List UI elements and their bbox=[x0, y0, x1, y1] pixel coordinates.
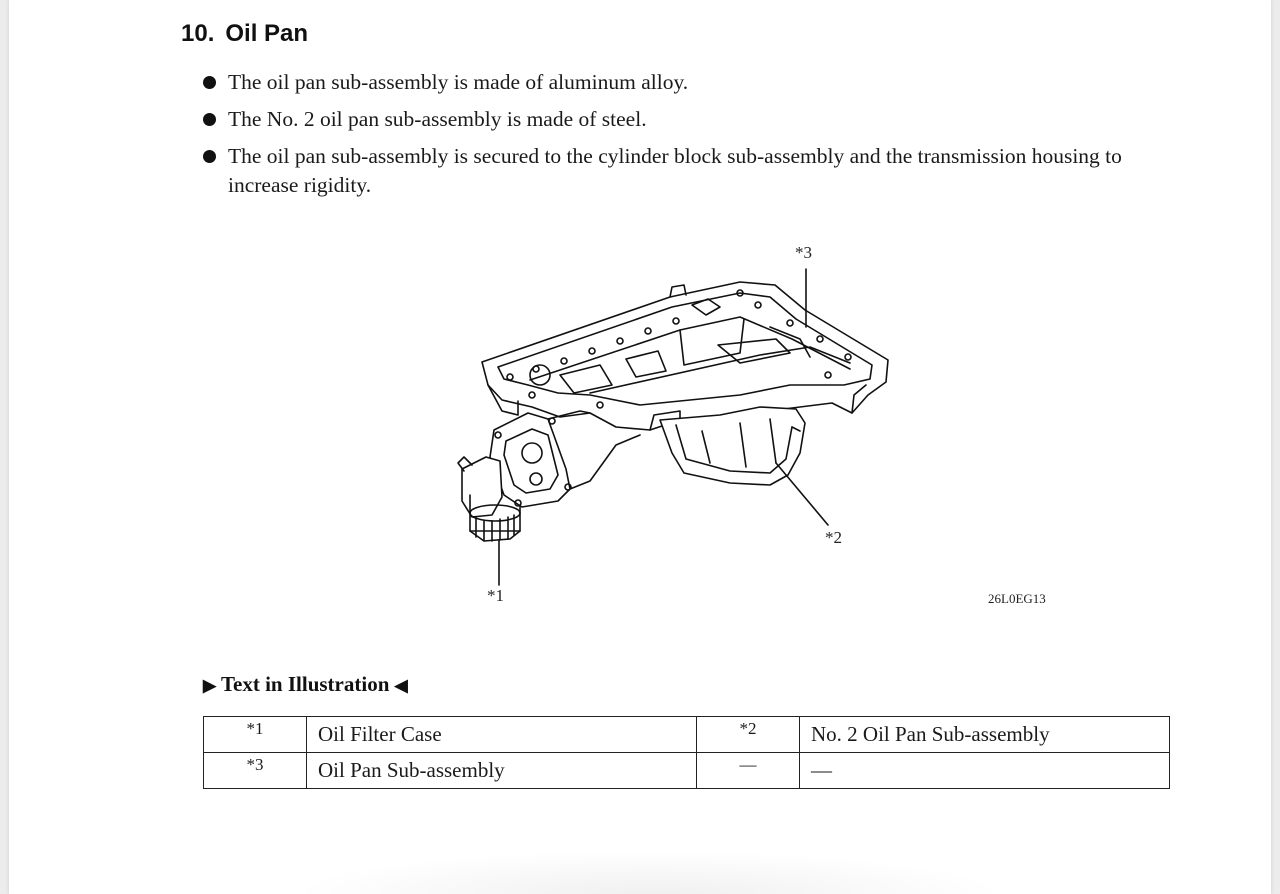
bullet-item: The oil pan sub-assembly is made of alum… bbox=[201, 68, 1181, 97]
bullet-dot-icon bbox=[203, 150, 216, 163]
oil-pan-illustration: *1 *2 *3 26L0EG13 bbox=[440, 235, 1060, 615]
figure-code: 26L0EG13 bbox=[988, 591, 1046, 606]
table-row: *3 Oil Pan Sub-assembly — — bbox=[203, 752, 1170, 789]
section-title: Oil Pan bbox=[225, 20, 309, 47]
illustration-legend-table: *1 Oil Filter Case *2 No. 2 Oil Pan Sub-… bbox=[203, 716, 1170, 789]
left-triangle-icon: ◀ bbox=[394, 676, 408, 695]
bullet-item: The oil pan sub-assembly is secured to t… bbox=[201, 142, 1181, 200]
bullet-text: The oil pan sub-assembly is secured to t… bbox=[228, 144, 1122, 197]
section-heading: 10. Oil Pan bbox=[181, 20, 308, 48]
legend-description: — bbox=[799, 752, 1170, 789]
bullet-item: The No. 2 oil pan sub-assembly is made o… bbox=[201, 105, 1181, 134]
legend-description: Oil Filter Case bbox=[306, 716, 697, 753]
section-number: 10. bbox=[181, 20, 215, 47]
callout-label: *1 bbox=[487, 586, 504, 605]
oil-pan-line-drawing bbox=[457, 268, 889, 586]
text-in-illustration-title: Text in Illustration bbox=[220, 672, 390, 696]
text-in-illustration-heading: ▶ Text in Illustration ◀ bbox=[203, 672, 408, 697]
bullet-text: The oil pan sub-assembly is made of alum… bbox=[228, 70, 689, 94]
legend-code: *3 bbox=[203, 752, 307, 789]
feature-bullet-list: The oil pan sub-assembly is made of alum… bbox=[201, 68, 1181, 208]
callout-label: *2 bbox=[825, 528, 842, 547]
page-bottom-shadow bbox=[289, 850, 1009, 894]
bullet-text: The No. 2 oil pan sub-assembly is made o… bbox=[228, 107, 647, 131]
bullet-dot-icon bbox=[203, 76, 216, 89]
legend-code: *2 bbox=[696, 716, 800, 753]
table-row: *1 Oil Filter Case *2 No. 2 Oil Pan Sub-… bbox=[203, 716, 1170, 753]
bullet-dot-icon bbox=[203, 113, 216, 126]
callout-label: *3 bbox=[795, 243, 812, 262]
legend-code: *1 bbox=[203, 716, 307, 753]
legend-description: Oil Pan Sub-assembly bbox=[306, 752, 697, 789]
legend-code: — bbox=[696, 752, 800, 789]
legend-description: No. 2 Oil Pan Sub-assembly bbox=[799, 716, 1170, 753]
right-triangle-icon: ▶ bbox=[203, 676, 217, 695]
